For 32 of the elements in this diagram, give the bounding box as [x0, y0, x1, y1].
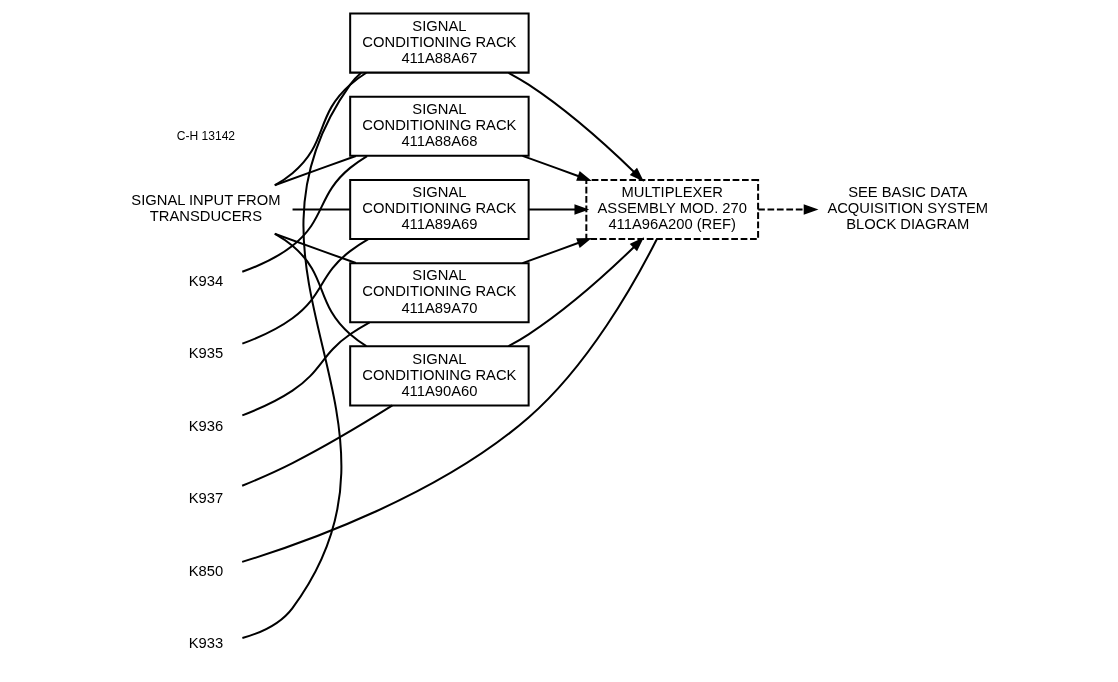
node-box: SIGNAL CONDITIONING RACK 411A89A70	[348, 262, 530, 324]
connector	[292, 208, 350, 211]
node-text: SEE BASIC DATA ACQUISITION SYSTEM BLOCK DIAGRAM	[826, 184, 988, 233]
node-text: K937	[188, 490, 223, 507]
node-box: SIGNAL CONDITIONING RACK 411A89A69	[348, 178, 530, 241]
connector	[241, 238, 658, 563]
connector	[273, 232, 356, 264]
connector	[274, 232, 367, 348]
arrow	[507, 71, 644, 182]
node-box: MULTIPLEXER ASSEMBLY MOD. 270 411A96A200 (REF)	[584, 178, 759, 241]
arrow	[521, 154, 592, 181]
node-box: SIGNAL CONDITIONING RACK 411A88A68	[348, 95, 530, 157]
node-text: K936	[188, 417, 223, 434]
node-box: SIGNAL CONDITIONING RACK 411A90A60	[348, 345, 530, 407]
node-text: K934	[188, 272, 223, 289]
connector	[274, 71, 367, 187]
node-text: K933	[188, 635, 223, 652]
arrow	[528, 204, 589, 215]
arrow	[507, 237, 644, 348]
node-text: K850	[188, 562, 223, 579]
node-box: SIGNAL CONDITIONING RACK 411A88A67	[348, 12, 530, 74]
connector	[241, 404, 393, 487]
connector	[241, 72, 362, 640]
connector	[241, 321, 370, 417]
connector	[241, 238, 369, 345]
node-text: K935	[188, 345, 223, 362]
label: C-H 13142	[176, 128, 235, 143]
arrow	[757, 204, 818, 215]
arrow	[521, 238, 592, 265]
node-text: SIGNAL INPUT FROM TRANSDUCERS	[130, 192, 280, 225]
connector	[241, 155, 368, 273]
connector	[273, 155, 356, 187]
